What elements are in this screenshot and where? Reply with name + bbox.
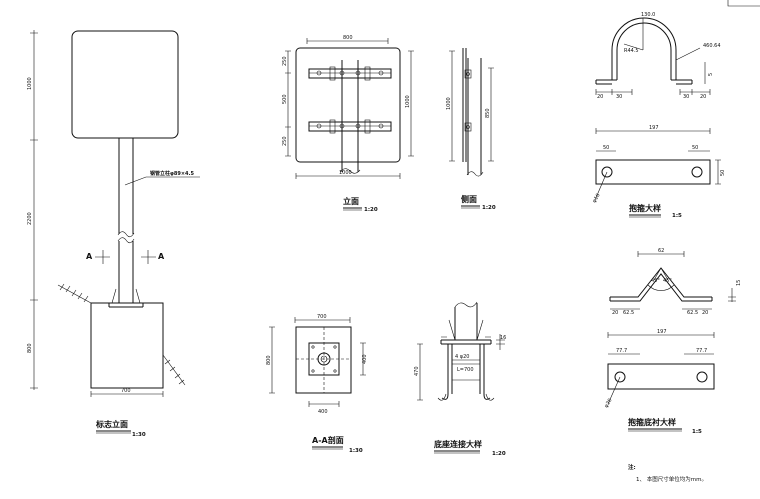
base-detail-title: 底座连接大样 <box>433 439 482 449</box>
pad-dim-hole: φ20 <box>604 398 614 409</box>
front-dim-left-b: 500 <box>282 94 288 104</box>
section-dim-left: 800 <box>266 355 272 365</box>
section-dim-inner-right: 400 <box>362 354 368 364</box>
front-view-title: 立面 <box>343 196 359 206</box>
base-dim-height: 470 <box>414 366 420 376</box>
front-view: 800 250 500 250 1000 1000 立面 <box>282 35 414 213</box>
hoop-dim-left50: 50 <box>603 145 609 151</box>
base-dim-plate: 16 <box>500 335 506 341</box>
hoop-dim-total: 197 <box>649 125 659 131</box>
front-view-scale: 1:20 <box>364 207 378 213</box>
sign-elevation-view: 1000 2200 800 钢管立柱φ89×4.5 A A 700 标志立面 <box>27 30 200 438</box>
pad-dim-right: 62.5 <box>687 310 698 316</box>
front-dim-left-a: 250 <box>282 56 288 66</box>
hoop-pad-detail: 62 45° 45° 20 62.5 62.5 20 15 197 77.7 7… <box>604 248 742 435</box>
section-dim-top: 700 <box>317 314 327 320</box>
pad-dim-left2: 62.5 <box>623 310 634 316</box>
pipe-label: 钢管立柱φ89×4.5 <box>150 170 194 177</box>
hoop-dim-arc: 130.0 <box>641 12 655 18</box>
pad-dim-right2: 20 <box>702 310 708 316</box>
sheet-corner-frame <box>727 0 760 7</box>
base-length-label: L=700 <box>457 367 474 373</box>
hoop-dim-w1: 20 <box>597 94 603 100</box>
hoop-dim-radius: R44.5 <box>624 48 639 54</box>
base-connection-detail: 4 φ20 L=700 470 16 底座连接大样 1:20 <box>414 301 506 457</box>
front-sign-plate <box>295 47 401 163</box>
hoop-detail-title: 抱箍大样 <box>629 203 661 213</box>
hoop-flat-strip <box>595 159 711 185</box>
base-detail-scale: 1:20 <box>492 451 506 457</box>
base-rebar-label: 4 φ20 <box>455 354 469 360</box>
section-mark-left: A <box>86 252 93 261</box>
pad-dim-top: 62 <box>658 248 664 254</box>
notes-item-1: 1、 本图尺寸单位均为mm。 <box>636 475 707 483</box>
hoop-dim-right50: 50 <box>692 145 698 151</box>
side-view-scale: 1:20 <box>482 205 496 211</box>
pad-dim-side: 15 <box>736 280 742 286</box>
side-dim-right: 850 <box>485 108 491 118</box>
section-mark-right: A <box>158 252 165 261</box>
front-dim-left-c: 250 <box>282 136 288 146</box>
side-dim-left: 1000 <box>446 97 452 110</box>
hoop-dim-w2: 30 <box>616 94 622 100</box>
hoop-dim-right: 460.64 <box>703 43 721 49</box>
hoop-dim-small: 5 <box>708 73 714 76</box>
side-view-title: 侧面 <box>461 194 477 204</box>
side-view: 1000 850 侧面 1:20 <box>446 48 496 211</box>
section-aa-scale: 1:30 <box>349 448 363 454</box>
pad-dim-right-seg: 77.7 <box>696 348 707 354</box>
elev-dim-middle: 2200 <box>27 212 33 225</box>
notes-header: 注: <box>628 463 636 471</box>
hoop-pad-scale: 1:5 <box>692 429 702 435</box>
elev-dim-top: 1000 <box>27 77 33 90</box>
hoop-dim-height: 50 <box>720 170 726 176</box>
section-aa-view: 700 800 400 400 A-A剖面 1:30 <box>266 314 368 454</box>
section-aa-title: A-A剖面 <box>312 435 344 445</box>
elev-dim-base: 700 <box>121 388 131 394</box>
elevation-scale: 1:30 <box>132 432 146 438</box>
hoop-dim-hole: φ16 <box>592 193 602 204</box>
hoop-detail: 130.0 R44.5 460.64 20 30 30 20 5 197 50 … <box>592 12 726 219</box>
pad-flat-strip <box>607 363 715 390</box>
elevation-title: 标志立面 <box>95 419 128 429</box>
section-foundation <box>295 326 352 394</box>
hoop-pad-title: 抱箍底衬大样 <box>628 417 676 427</box>
elev-dim-bottom: 800 <box>27 343 33 353</box>
pad-dim-total: 197 <box>657 329 667 335</box>
hoop-detail-scale: 1:5 <box>672 213 682 219</box>
sign-plate <box>71 30 179 139</box>
front-dim-right: 1000 <box>405 95 411 108</box>
pad-dim-angle-b: 45° <box>663 278 672 284</box>
front-dim-top: 800 <box>343 35 353 41</box>
notes-block: 注: 1、 本图尺寸单位均为mm。 <box>628 463 707 483</box>
foundation-block <box>90 302 164 389</box>
front-dim-bottom: 1000 <box>339 170 352 176</box>
pad-dim-left-seg: 77.7 <box>616 348 627 354</box>
pad-dim-left: 20 <box>612 310 618 316</box>
section-dim-inner-bottom: 400 <box>318 409 328 415</box>
hoop-dim-w3: 30 <box>683 94 689 100</box>
pad-dim-angle-a: 45° <box>651 278 660 284</box>
hoop-dim-w4: 20 <box>700 94 706 100</box>
